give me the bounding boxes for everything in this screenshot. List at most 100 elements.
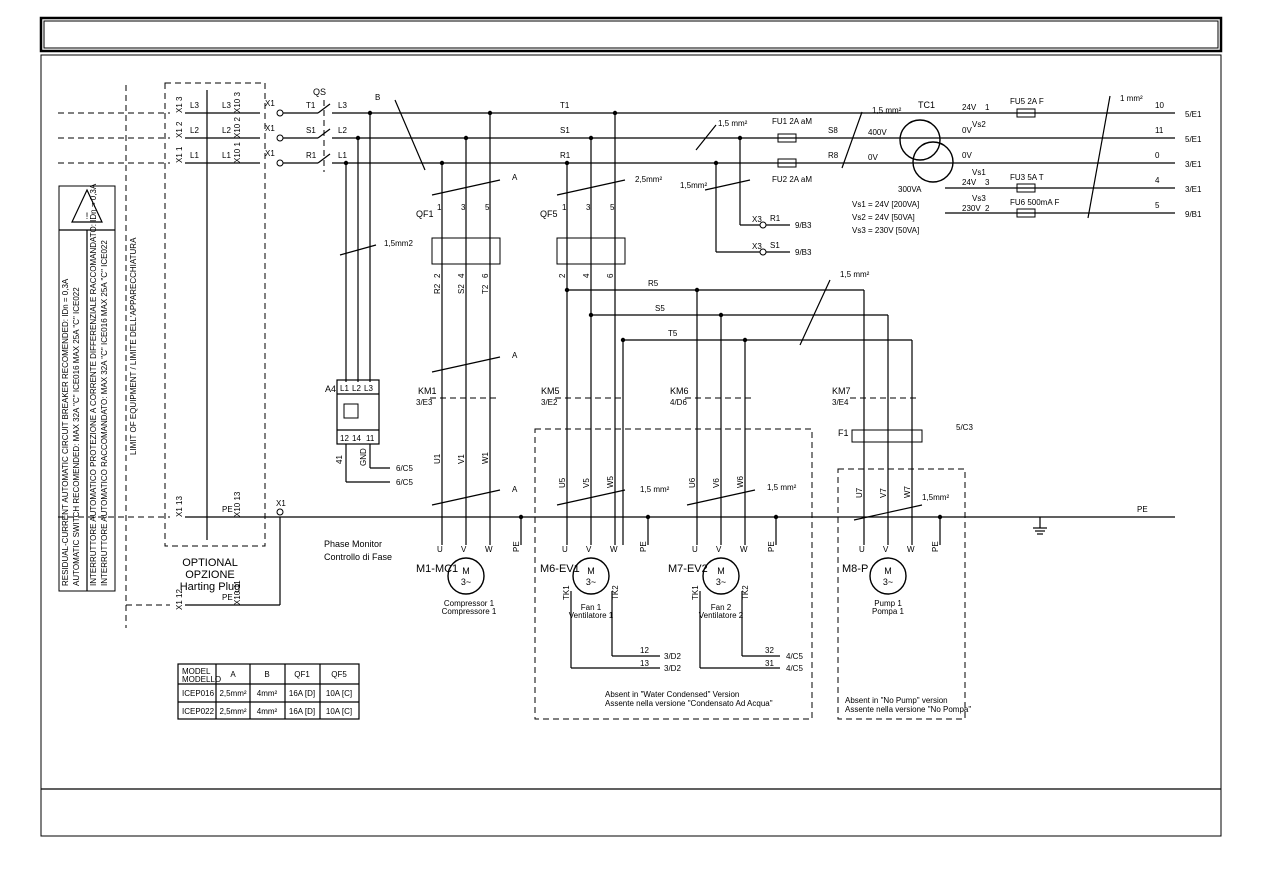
label-labels-n12: 12 <box>340 434 349 443</box>
motor-m1-tag: M1-MC1 <box>416 563 458 575</box>
label-labels-tk2: TK2 <box>741 585 750 600</box>
label-plug-x10_1: X10 1 <box>233 142 242 163</box>
label-motors-2-tag: M7-EV2 <box>668 563 708 575</box>
label-labels-m: M <box>587 566 595 576</box>
harting-label: Harting Plug <box>180 581 241 593</box>
label-labels-w: W <box>610 545 618 554</box>
svg-text:14: 14 <box>352 434 361 443</box>
label-table-rows-1-4: 10A [C] <box>326 707 352 716</box>
label-table-rows-0-4: 10A [C] <box>326 689 352 698</box>
pump-branch: KM7 3/E4 F1 5/C3 U7 V7 W7 1,5mm² M 3~ U … <box>832 290 973 720</box>
label-transformer-out-2-num: 0 <box>1155 151 1160 160</box>
label-transformer-s1: S1 <box>770 241 780 250</box>
label-transformer-vs2: Vs2 <box>972 120 986 129</box>
label-plug-l1: L1 <box>190 151 199 160</box>
label-labels-ref9b3a: 9/B3 <box>795 221 812 230</box>
label-table-rows-0-0: ICEP016 <box>182 689 215 698</box>
label-labels-w1: W1 <box>481 451 490 464</box>
label-transformer-out-0-ref: 5/E1 <box>1185 110 1202 119</box>
label-plug-x10_11: X10 11 <box>233 580 242 605</box>
label-transformer-out-0-num: 10 <box>1155 101 1164 110</box>
model-table: MODEL MODELLO A B QF1 QF5 ICEP016 2,5mm²… <box>177 663 360 720</box>
label-transformer-va: 300VA <box>898 185 922 194</box>
label-transformer-out-4-num: 5 <box>1155 201 1160 210</box>
label-motors-1-name_it: Ventilatore 1 <box>569 611 614 620</box>
opzione-label: OPZIONE <box>185 569 235 581</box>
main-bus: B T1 S1 R1 <box>332 93 1175 171</box>
label-labels-u: U <box>692 545 698 554</box>
label-transformer-spec1: Vs1 = 24V [200VA] <box>852 200 919 209</box>
optional-label: OPTIONAL <box>182 557 238 569</box>
label-labels-u: U <box>437 545 443 554</box>
label-labels-v: V <box>586 545 592 554</box>
svg-text:1: 1 <box>562 203 567 212</box>
label-transformer-v400: 400V <box>868 128 887 137</box>
limit-label: LIMIT OF EQUIPMENT / LIMITE DELL'APPAREC… <box>129 237 138 455</box>
label-labels-u5: U5 <box>558 477 567 488</box>
svg-text:3: 3 <box>461 203 466 212</box>
label-labels-phase_en: Phase Monitor <box>324 539 382 549</box>
label-labels-ref6c5a: 6/C5 <box>396 464 413 473</box>
label-labels-n13: 13 <box>640 659 649 668</box>
label-labels-x1: X1 <box>265 149 275 158</box>
label-labels-ref6c5b: 6/C5 <box>396 478 413 487</box>
transformer-section: X3 X3 R1 S1 9/B3 9/B3 1,5 mm² 1,5mm² FU1… <box>680 94 1202 257</box>
main-switch-qs: X1 X1 X1 QS T1 S1 R1 L3 L2 L1 <box>265 87 347 172</box>
label-transformer-fu2: FU2 2A aM <box>772 175 812 184</box>
label-table-rows-0-2: 4mm² <box>257 689 278 698</box>
label-table-headers-3: QF1 <box>294 670 310 679</box>
incoming-supply <box>58 112 170 606</box>
label-labels-n32: 32 <box>765 646 774 655</box>
label-labels-r1: R1 <box>306 151 317 160</box>
label-absent-pump_it: Assente nella versione "No Pompa" <box>845 705 971 714</box>
label-labels-tk2: TK2 <box>611 585 620 600</box>
label-labels-s2: S2 <box>457 284 466 294</box>
label-labels-qf5: QF5 <box>540 209 558 219</box>
label-labels-v5: V5 <box>582 478 591 488</box>
label-transformer-fu5: FU5 2A F <box>1010 97 1044 106</box>
label-plug-x1_3: X1 3 <box>175 96 184 113</box>
label-labels-l1: L1 <box>338 151 347 160</box>
label-labels-u1: U1 <box>433 453 442 464</box>
svg-text:11: 11 <box>366 434 375 443</box>
label-transformer-v0c: 0V <box>962 151 972 160</box>
label-labels-l2: L2 <box>352 384 361 393</box>
label-transformer-out-2-ref: 3/E1 <box>1185 160 1202 169</box>
svg-text:4: 4 <box>582 273 591 278</box>
label-labels-tk1: TK1 <box>562 585 571 600</box>
label-labels-x1: X1 <box>265 99 275 108</box>
label-labels-mm25: 2,5mm² <box>635 175 662 184</box>
label-plug-l2: L2 <box>190 126 199 135</box>
label-transformer-r1: R1 <box>770 214 781 223</box>
label-labels-r5: R5 <box>648 279 659 288</box>
label-labels-m: M <box>717 566 725 576</box>
label-transformer-mm15: 1,5 mm² <box>718 119 748 128</box>
label-plug-pe: PE <box>222 505 233 514</box>
label-labels-ref4c5b: 4/C5 <box>786 664 803 673</box>
label-table-rows-1-1: 2,5mm² <box>219 707 246 716</box>
label-transformer-vs3: Vs3 <box>972 194 986 203</box>
label-plug-x10_13: X10 13 <box>233 491 242 517</box>
label-transformer-fu3: FU3 5A T <box>1010 173 1044 182</box>
label-labels-t2: T2 <box>481 284 490 294</box>
phase-monitor-a4: 1,5mm2 A4 L1 L2 L3 12 14 11 41 GND 6/C5 … <box>324 113 413 562</box>
label-transformer-out-1-num: 11 <box>1155 126 1164 135</box>
note-en-title: RESIDUAL-CURRENT AUTOMATIC CIRCUIT BREAK… <box>61 278 70 586</box>
label-labels-l3: L3 <box>364 384 373 393</box>
label-labels-km1ref: 3/E3 <box>416 398 433 407</box>
label-labels-qs: QS <box>313 87 326 97</box>
label-labels-t1: T1 <box>560 101 570 110</box>
label-table-headers-1: A <box>230 670 236 679</box>
label-labels-u6: U6 <box>688 477 697 488</box>
label-labels-gnd: GND <box>359 448 368 466</box>
label-transformer-tc1: TC1 <box>918 100 935 110</box>
label-plug-l2: L2 <box>222 126 231 135</box>
label-labels-mm15b: 1,5 mm² <box>640 485 670 494</box>
label-motors-0-name_en: Compressor 1 <box>444 599 495 608</box>
label-labels-tilde: 3~ <box>716 577 726 587</box>
label-labels-phase_it: Controllo di Fase <box>324 552 392 562</box>
label-labels-s5: S5 <box>655 304 665 313</box>
label-transformer-s8: S8 <box>828 126 838 135</box>
label-motors-3-tag: M8-P <box>842 563 868 575</box>
label-labels-km5: KM5 <box>541 386 560 396</box>
